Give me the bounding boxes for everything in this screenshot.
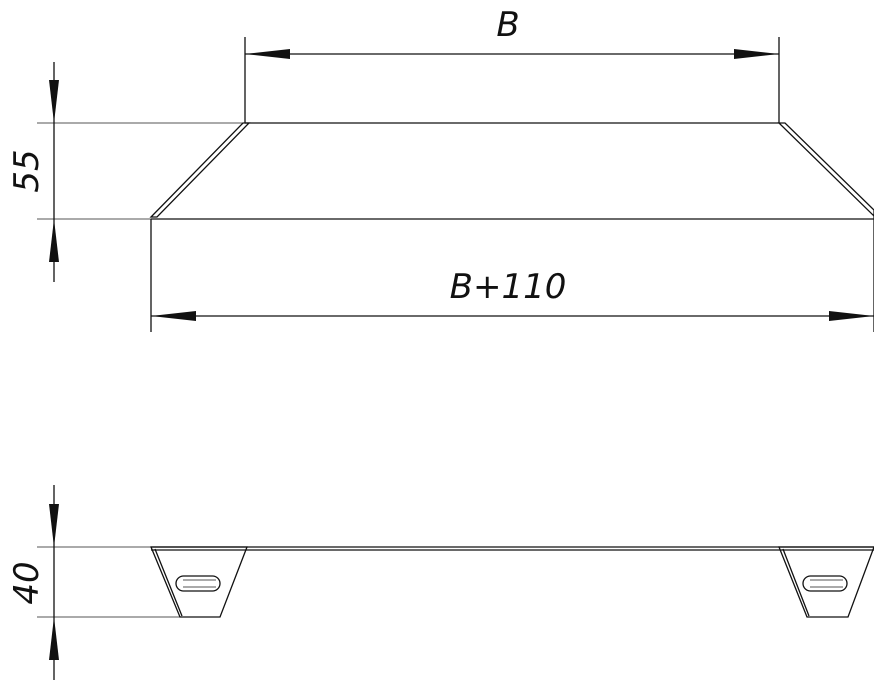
right-slot bbox=[802, 575, 848, 592]
bracket-edge bbox=[154, 548, 183, 617]
top-view: B B+110 55 bbox=[7, 5, 874, 332]
dimension-label-40: 40 bbox=[7, 561, 47, 604]
arrow-icon bbox=[245, 49, 290, 59]
arrow-icon bbox=[49, 617, 59, 660]
arrow-icon bbox=[49, 80, 59, 123]
arrow-icon bbox=[151, 311, 196, 321]
arrow-icon bbox=[49, 219, 59, 262]
dimension-label-55: 55 bbox=[7, 149, 47, 192]
left-slot bbox=[175, 575, 221, 592]
left-bracket bbox=[150, 546, 248, 618]
arrow-icon bbox=[829, 311, 874, 321]
bracket-edge bbox=[782, 548, 810, 617]
right-bracket bbox=[778, 546, 874, 618]
left-slanted-flange bbox=[149, 122, 251, 218]
right-slanted-flange bbox=[777, 122, 874, 217]
side-view: 40 bbox=[7, 485, 874, 680]
dimension-label-overall: B+110 bbox=[450, 267, 567, 307]
dimension-label-b: B bbox=[496, 5, 519, 45]
arrow-icon bbox=[734, 49, 779, 59]
arrow-icon bbox=[49, 504, 59, 547]
